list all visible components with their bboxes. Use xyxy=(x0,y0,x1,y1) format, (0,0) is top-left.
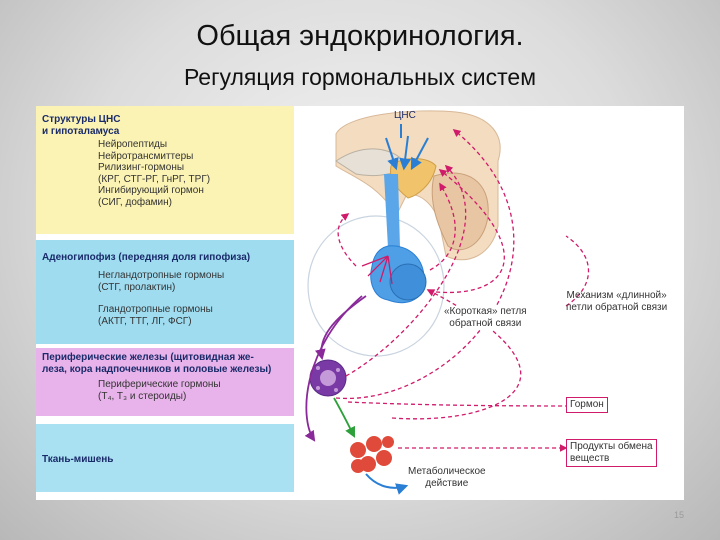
peripheral-gland-cell xyxy=(309,359,347,397)
cns-label: ЦНС xyxy=(394,110,416,121)
slide-title: Общая эндокринология. xyxy=(196,20,524,52)
target-header: Ткань-мишень xyxy=(42,454,114,465)
target-band xyxy=(36,424,294,492)
hormone-box: Гормон xyxy=(566,397,608,413)
long-loop-label: Механизм «длинной»петли обратной связи xyxy=(566,290,668,313)
adeno-group1: Негландотропные гормоны(СТГ, пролактин) xyxy=(98,270,225,293)
adeno-group2: Гландотропные гормоны(АКТГ, ТТГ, ЛГ, ФСГ… xyxy=(98,304,213,327)
target-cells xyxy=(350,436,394,473)
brain-illustration xyxy=(335,110,501,261)
diagram-graphics xyxy=(304,110,589,495)
pituitary-gland xyxy=(361,174,427,304)
periph-items: Периферические гормоны(T₄, T₃ и стероиды… xyxy=(98,379,221,402)
page-number: 15 xyxy=(673,510,684,520)
periph-band xyxy=(36,348,294,416)
periph-header: Периферические железы (щитовидная же-лез… xyxy=(42,352,272,375)
adeno-band xyxy=(36,240,294,344)
adeno-header: Аденогипофиз (передняя доля гипофиза) xyxy=(42,252,251,263)
slide-subtitle: Регуляция гормональных систем xyxy=(183,64,537,90)
cns-band xyxy=(36,106,294,234)
